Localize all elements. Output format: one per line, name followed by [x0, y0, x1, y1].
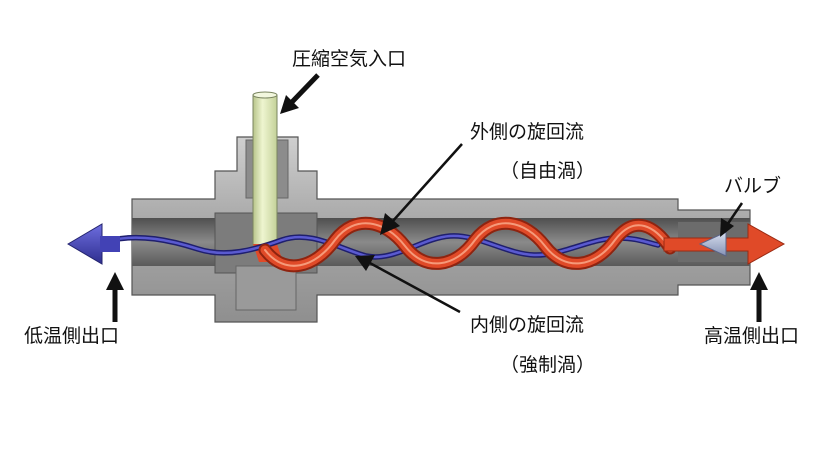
air-inlet-tube-top: [252, 91, 278, 99]
cold-outlet-arrow-shaft: [100, 236, 120, 252]
air-inlet-pointer: [290, 73, 320, 104]
inner-flow-pointer: [367, 260, 461, 314]
hot-outlet-pointer-head: [750, 272, 768, 290]
air-inlet-pointer-head: [280, 95, 299, 114]
inner-flow-pointer-head: [355, 255, 375, 271]
valve-pointer-head: [720, 218, 734, 237]
inner-flow-sublabel: （強制渦）: [500, 354, 596, 376]
valve-cone: [698, 231, 727, 257]
inner-vortex-flow-highlight: [110, 234, 660, 259]
cold-outlet-pointer-head: [106, 272, 124, 290]
pointer-arrows: [106, 73, 768, 322]
outer-flow-label: 外側の旋回流: [470, 121, 585, 143]
air-inlet-label: 圧縮空気入口: [292, 48, 407, 70]
valve-pointer: [725, 202, 744, 226]
air-inlet-tube: [252, 94, 278, 246]
chamber-lower-block: [235, 265, 297, 311]
inner-flow-label: 内側の旋回流: [470, 314, 585, 336]
outer-flow-pointer-head: [380, 213, 400, 235]
cold-outlet-arrowhead: [67, 223, 103, 265]
hot-outlet-label: 高温側出口: [704, 325, 800, 347]
cold-outlet-label: 低温側出口: [24, 325, 120, 347]
outer-flow-pointer: [391, 143, 463, 223]
outer-vortex-flow-shine: [264, 222, 671, 267]
outer-flow-sublabel: （自由渦）: [500, 160, 596, 182]
valve-label: バルブ: [724, 175, 782, 197]
